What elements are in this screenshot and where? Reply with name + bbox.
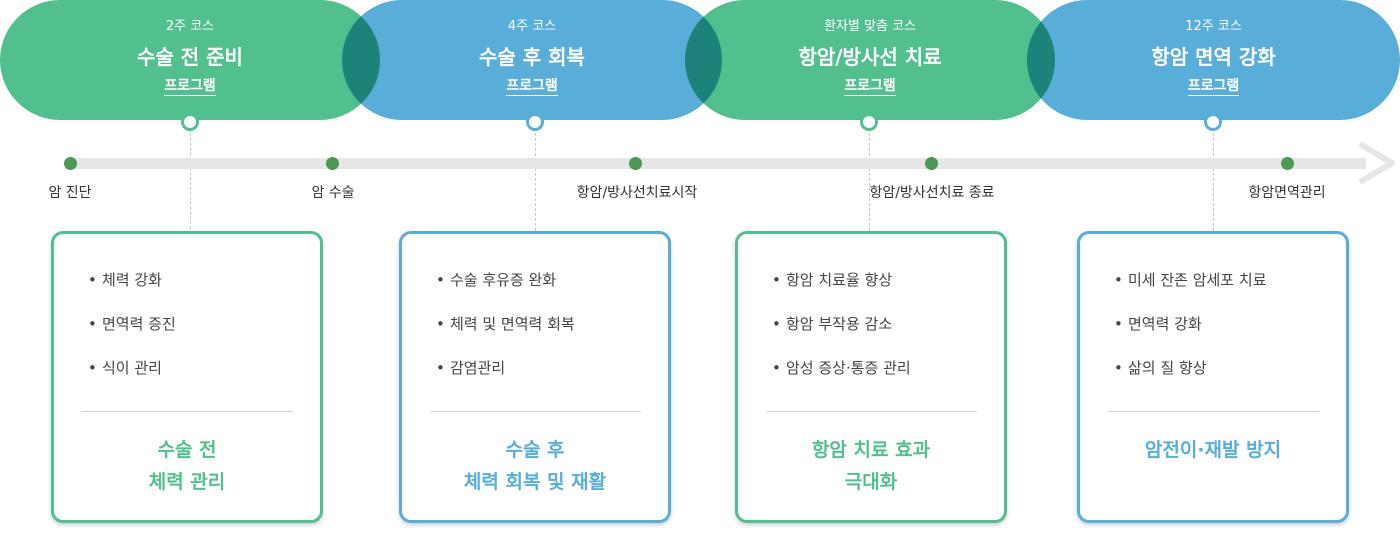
list-item: •수술 후유증 완화 <box>436 271 557 289</box>
program-pill-1: 2주 코스 수술 전 준비 프로그램 <box>0 0 380 120</box>
list-item: •면역력 강화 <box>1114 315 1202 333</box>
list-item: •암성 증상·통증 관리 <box>772 359 911 377</box>
program-duration: 2주 코스 <box>165 19 215 34</box>
ring-marker <box>526 113 544 131</box>
program-title: 수술 후 회복 <box>479 45 585 69</box>
milestone-dot <box>326 157 339 170</box>
program-link[interactable]: 프로그램 <box>1187 78 1240 96</box>
list-item: •체력 강화 <box>88 271 162 289</box>
goal-list: •체력 강화 •면역력 증진 •식이 관리 <box>88 270 176 402</box>
program-pill-2: 4주 코스 수술 후 회복 프로그램 <box>342 0 722 120</box>
milestone-dot <box>629 157 642 170</box>
list-item: •미세 잔존 암세포 치료 <box>1114 271 1267 289</box>
goal-list: •수술 후유증 완화 •체력 및 면역력 회복 •감염관리 <box>436 270 575 402</box>
milestone-label: 암 수술 <box>311 185 355 201</box>
goal-list: •항암 치료율 향상 •항암 부작용 감소 •암성 증상·통증 관리 <box>772 270 911 402</box>
list-item: •항암 치료율 향상 <box>772 271 893 289</box>
divider <box>82 411 293 412</box>
timeline-track <box>66 158 1366 169</box>
program-title: 항암/방사선 치료 <box>798 45 942 69</box>
milestone-dot <box>925 157 938 170</box>
milestone-label: 암 진단 <box>48 185 92 201</box>
list-item: •항암 부작용 감소 <box>772 315 893 333</box>
list-item: •면역력 증진 <box>88 315 176 333</box>
ring-marker <box>860 113 878 131</box>
list-item: •식이 관리 <box>88 359 162 377</box>
milestone-label: 항암/방사선치료시작 <box>576 185 698 201</box>
connector-line <box>190 128 191 244</box>
divider <box>1108 411 1319 412</box>
program-pill-4: 12주 코스 항암 면역 강화 프로그램 <box>1027 0 1400 120</box>
milestone-dot <box>64 157 77 170</box>
program-duration: 12주 코스 <box>1185 19 1242 34</box>
program-title: 수술 전 준비 <box>137 45 243 69</box>
goal-list: •미세 잔존 암세포 치료 •면역력 강화 •삶의 질 향상 <box>1114 270 1267 402</box>
connector-line <box>535 128 536 231</box>
program-duration: 4주 코스 <box>507 19 557 34</box>
divider <box>766 411 977 412</box>
milestone-dot <box>1281 157 1294 170</box>
arrow-right-icon <box>1358 141 1395 185</box>
goal-box-4: •미세 잔존 암세포 치료 •면역력 강화 •삶의 질 향상 암전이·재발 방지 <box>1077 231 1349 523</box>
program-link[interactable]: 프로그램 <box>506 78 558 96</box>
connector-line <box>1213 128 1214 231</box>
goal-box-3: •항암 치료율 향상 •항암 부작용 감소 •암성 증상·통증 관리 항암 치료… <box>735 231 1007 523</box>
program-duration: 환자별 맞춤 코스 <box>824 19 916 34</box>
milestone-label: 항암/방사선치료 종료 <box>869 185 995 201</box>
program-title: 항암 면역 강화 <box>1151 45 1276 69</box>
connector-line <box>869 128 870 231</box>
divider <box>430 411 641 412</box>
list-item: •감염관리 <box>436 359 506 377</box>
list-item: •체력 및 면역력 회복 <box>436 315 575 333</box>
program-link[interactable]: 프로그램 <box>844 78 896 96</box>
list-item: •삶의 질 향상 <box>1114 359 1207 377</box>
program-pill-3: 환자별 맞춤 코스 항암/방사선 치료 프로그램 <box>685 0 1055 120</box>
milestone-label: 항암면역관리 <box>1248 185 1326 201</box>
ring-marker <box>181 113 199 131</box>
goal-title: 암전이·재발 방지 <box>1144 439 1282 461</box>
ring-marker <box>1204 113 1222 131</box>
program-link[interactable]: 프로그램 <box>164 78 216 96</box>
